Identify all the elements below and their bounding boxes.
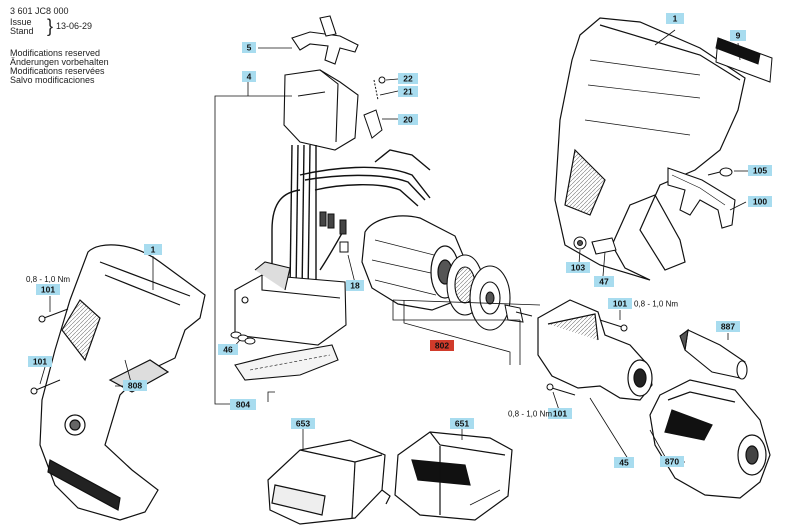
screw-impact-upper <box>599 319 628 332</box>
switch-button <box>591 237 617 255</box>
carbon-brush-assembly <box>363 76 386 139</box>
wire-harness <box>271 144 431 296</box>
callout-887: 887 <box>721 322 735 332</box>
modifications-line-2: Änderungen vorbehalten <box>10 57 109 67</box>
callout-9: 9 <box>736 31 741 41</box>
doc-number: 3 601 JC8 000 <box>10 6 69 16</box>
modifications-line-4: Salvo modificaciones <box>10 75 95 85</box>
callout-46: 46 <box>223 345 233 355</box>
callout-22: 22 <box>403 74 413 84</box>
callout-651: 651 <box>455 419 469 429</box>
spring-46 <box>230 331 256 345</box>
modifications-line-1: Modifications reserved <box>10 48 101 58</box>
screw-clip <box>707 167 733 177</box>
screw-left-lower <box>30 379 61 395</box>
callout-870: 870 <box>665 457 679 467</box>
rubber-bearing <box>573 236 587 250</box>
callout-802: 802 <box>435 341 449 351</box>
callout-5: 5 <box>247 43 252 53</box>
battery-charger <box>267 439 391 525</box>
callout-20: 20 <box>403 115 413 125</box>
housing-right-half <box>554 17 746 281</box>
wire-connectors <box>319 211 347 235</box>
callout-47: 47 <box>599 277 609 287</box>
callout-45: 45 <box>619 458 629 468</box>
callout-group: 1 1 4 5 9 18 20 21 22 45 46 47 100 101 1… <box>28 13 772 468</box>
chuck-sleeve <box>649 379 771 499</box>
connector-18 <box>339 241 349 253</box>
issue-label: Issue <box>10 17 32 27</box>
issue-brace: } <box>47 16 54 36</box>
battery-pack <box>394 431 513 521</box>
callout-804: 804 <box>236 400 250 410</box>
bit-holder <box>679 328 748 380</box>
electronics-board <box>234 261 347 381</box>
impact-housing <box>537 299 653 401</box>
belt-clip <box>667 167 736 229</box>
callout-1-right: 1 <box>673 14 678 24</box>
callout-105: 105 <box>753 166 767 176</box>
callout-101-impact-upper: 101 <box>613 299 627 309</box>
screw-left-upper <box>38 308 69 323</box>
modifications-line-3: Modifications reservées <box>10 66 105 76</box>
motor-shaft <box>504 304 533 323</box>
callout-18: 18 <box>350 281 360 291</box>
motor-gear-plate <box>469 265 511 331</box>
callout-1-left: 1 <box>151 245 156 255</box>
callout-4: 4 <box>247 72 252 82</box>
screw-impact-lower <box>546 383 576 396</box>
torque-spec-impact-lower: 0,8 - 1,0 Nm <box>508 410 552 419</box>
callout-653: 653 <box>296 419 310 429</box>
callout-100: 100 <box>753 197 767 207</box>
issue-date: 13-06-29 <box>56 21 93 31</box>
stand-label: Stand <box>10 26 34 36</box>
label-sticker <box>715 37 773 83</box>
torque-spec-impact-upper: 0,8 - 1,0 Nm <box>634 300 678 309</box>
callout-101-impact-lower: 101 <box>553 409 567 419</box>
callout-101-left-upper: 101 <box>41 285 55 295</box>
callout-808: 808 <box>128 381 142 391</box>
callout-21: 21 <box>403 87 413 97</box>
housing-left-half <box>39 244 206 521</box>
switch-bracket <box>291 15 359 65</box>
callout-103: 103 <box>571 263 585 273</box>
torque-spec-left: 0,8 - 1,0 Nm <box>26 275 70 284</box>
callout-101-left-lower: 101 <box>33 357 47 367</box>
switch-module <box>283 69 359 151</box>
